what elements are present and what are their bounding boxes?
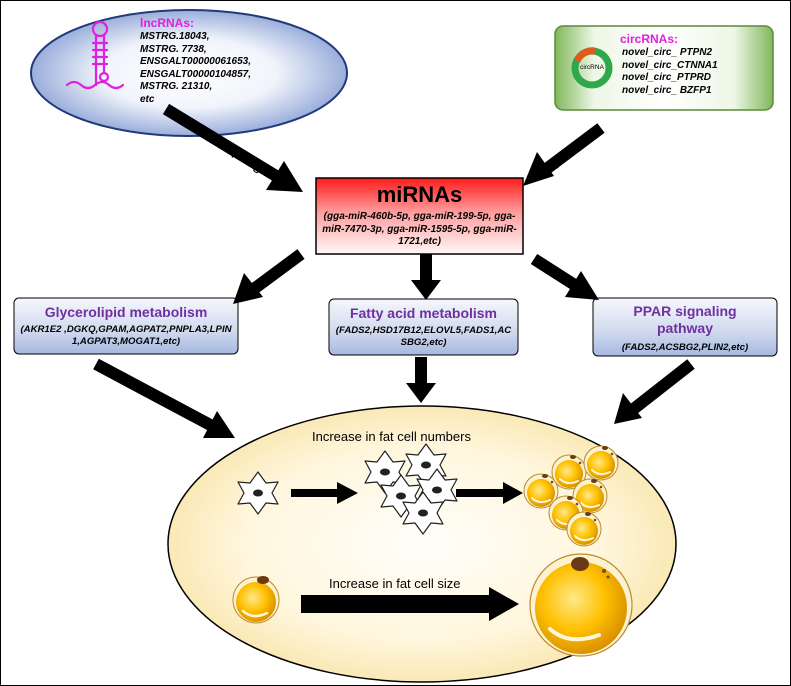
pathway-genes-ppar: (FADS2,ACSBG2,PLIN2,etc) <box>621 342 749 353</box>
pathway-genes-fatty-acid: (FADS2,HSD17B12,ELOVL5,FADS1,ACSBG2,etc) <box>335 325 512 348</box>
small-adipocyte-icon <box>232 576 280 624</box>
lncrna-item: ENSGALT00000104857, <box>140 68 251 80</box>
pathway-genes-glycerolipid: (AKR1E2 ,DGKQ,GPAM,AGPAT2,PNPLA3,LPIN1,A… <box>20 324 232 347</box>
circrna-item: novel_circ_ BZFP1 <box>622 84 712 96</box>
circrna-icon-label: circRNA <box>580 64 604 71</box>
outcome-cell-number: Increase in fat cell numbers <box>312 429 471 444</box>
circrna-item: novel_circ_CTNNA1 <box>622 59 718 71</box>
lncrna-item: ENSGALT00000061653, <box>140 56 251 67</box>
lncrna-list: MSTRG.18043, MSTRG. 7738, ENSGALT0000006… <box>140 31 290 106</box>
pathway-box-fatty-acid <box>328 298 519 356</box>
circrna-item: novel_circ_PTPRD <box>622 72 711 83</box>
large-adipocyte-icon <box>529 553 633 657</box>
pathway-title-ppar: PPAR signaling pathway <box>633 303 737 336</box>
pathway-box-ppar <box>592 297 778 357</box>
mirna-list: (gga-miR-460b-5p, gga-miR-199-5p, gga-mi… <box>322 211 517 247</box>
mirna-title: miRNAs <box>376 182 463 207</box>
circrna-container <box>554 25 774 111</box>
circrna-title: circRNAs: <box>620 32 679 46</box>
pathway-title-glycerolipid: Glycerolipid metabolism <box>44 304 208 320</box>
outcome-cell-size: Increase in fat cell size <box>329 576 461 591</box>
circrna-item: novel_circ_ PTPN2 <box>622 47 713 58</box>
lncrna-item: MSTRG.18043, <box>140 31 210 42</box>
pathway-box-glycerolipid <box>13 297 239 355</box>
arrows <box>93 103 695 438</box>
lncrna-title: lncRNAs: <box>140 16 195 30</box>
lncrna-item: etc <box>140 93 155 105</box>
mirna-box <box>315 177 524 255</box>
lncrna-item: MSTRG. 7738, <box>140 43 207 55</box>
circrna-ring-icon <box>571 47 613 89</box>
pathway-title-fatty-acid: Fatty acid metabolism <box>349 305 498 321</box>
inner-arrows <box>291 482 523 621</box>
lncrna-container <box>30 9 348 137</box>
circrna-list: novel_circ_ PTPN2 novel_circ_CTNNA1 nove… <box>622 47 770 97</box>
lncrna-hairpin-icon <box>65 20 125 90</box>
lncrna-item: MSTRG. 21310, <box>140 81 213 92</box>
